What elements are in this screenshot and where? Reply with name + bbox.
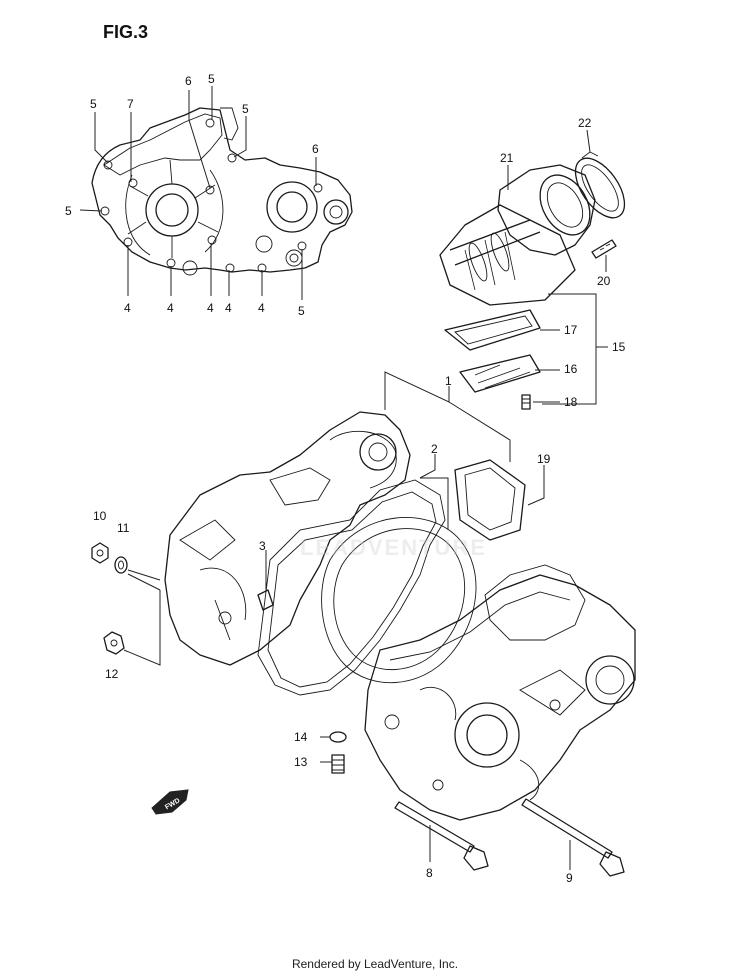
callout-6: 6 — [185, 74, 192, 88]
callout-labels: 5 7 6 5 5 6 5 4 4 4 4 4 5 22 21 20 17 15… — [65, 72, 626, 885]
callout-4: 4 — [124, 301, 131, 315]
figure-title: FIG.3 — [103, 22, 148, 42]
callout-1: 1 — [445, 374, 452, 388]
callout-16: 16 — [564, 362, 578, 376]
crankcase-side-view — [79, 86, 353, 300]
callout-10: 10 — [93, 509, 107, 523]
callout-9: 9 — [566, 871, 573, 885]
callout-13: 13 — [294, 755, 308, 769]
watermark: LEADVENTURE — [300, 535, 487, 560]
callout-4: 4 — [258, 301, 265, 315]
callout-21: 21 — [500, 151, 514, 165]
callout-4: 4 — [225, 301, 232, 315]
callout-11: 11 — [117, 521, 130, 535]
callout-17: 17 — [564, 323, 578, 337]
fwd-arrow-icon: FWD — [151, 789, 189, 815]
callout-20: 20 — [597, 274, 611, 288]
callout-4: 4 — [167, 301, 174, 315]
reed-valve-assembly — [439, 129, 626, 410]
callout-19: 19 — [537, 452, 551, 466]
callout-15: 15 — [612, 340, 626, 354]
callout-12: 12 — [105, 667, 119, 681]
callout-2: 2 — [431, 442, 438, 456]
callout-5: 5 — [242, 102, 249, 116]
callout-3: 3 — [259, 539, 266, 553]
callout-4: 4 — [207, 301, 214, 315]
main-crankcase-exploded — [91, 371, 636, 877]
callout-18: 18 — [564, 395, 578, 409]
callout-14: 14 — [294, 730, 308, 744]
footer-credit: Rendered by LeadVenture, Inc. — [292, 957, 458, 971]
callout-7: 7 — [127, 97, 134, 111]
callout-22: 22 — [578, 116, 592, 130]
callout-5: 5 — [90, 97, 97, 111]
callout-5: 5 — [208, 72, 215, 86]
callout-6: 6 — [312, 142, 319, 156]
callout-5: 5 — [298, 304, 305, 318]
callout-5: 5 — [65, 204, 72, 218]
callout-8: 8 — [426, 866, 433, 880]
